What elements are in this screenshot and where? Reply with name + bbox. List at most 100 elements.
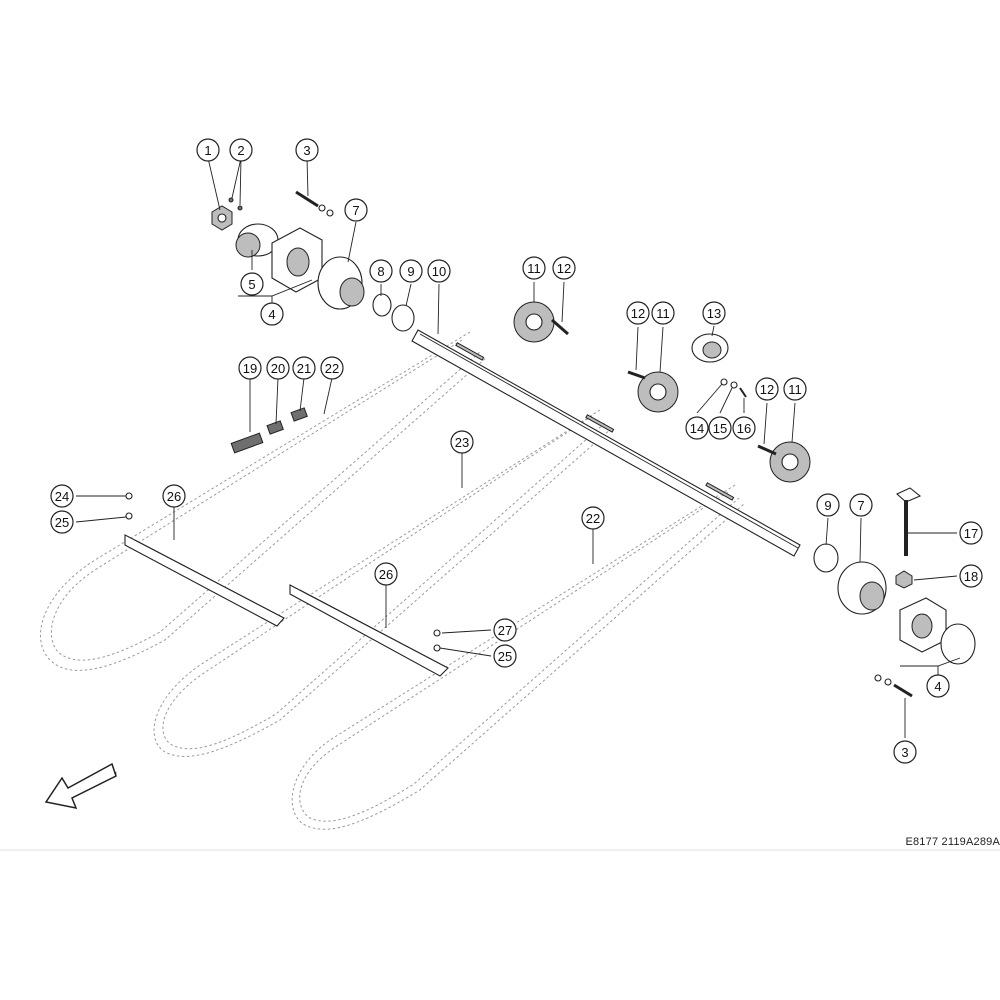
callout-11: 11 xyxy=(783,377,807,401)
right-end-assembly xyxy=(813,487,976,698)
callout-circle xyxy=(162,484,186,508)
callout-number: 23 xyxy=(455,435,469,450)
callout-4: 4 xyxy=(926,674,950,698)
callout-number: 16 xyxy=(737,421,751,436)
leader-lines xyxy=(75,157,961,738)
guide-rails xyxy=(124,492,449,677)
callout-circle xyxy=(926,674,950,698)
callout-number: 1 xyxy=(204,143,211,158)
callout-circle xyxy=(50,484,74,508)
callout-4: 4 xyxy=(260,302,284,326)
callout-9: 9 xyxy=(399,259,423,283)
callout-number: 22 xyxy=(325,361,339,376)
callout-number: 5 xyxy=(248,277,255,292)
callout-number: 7 xyxy=(857,498,864,513)
callout-circle xyxy=(552,256,576,280)
callout-number: 9 xyxy=(824,498,831,513)
chain-loop-left xyxy=(40,331,487,671)
callout-19: 19 xyxy=(238,356,262,380)
callout-circle xyxy=(292,356,316,380)
callout-number: 11 xyxy=(788,382,802,397)
callout-23: 23 xyxy=(450,430,474,454)
callout-number: 9 xyxy=(407,264,414,279)
conveyor-chains xyxy=(40,331,746,830)
callout-circle xyxy=(493,618,517,642)
callout-3: 3 xyxy=(295,138,319,162)
callout-circle xyxy=(959,521,983,545)
callout-circle xyxy=(320,356,344,380)
callout-15: 15 xyxy=(708,416,732,440)
callout-10: 10 xyxy=(427,259,451,283)
chain-loop-left-inner xyxy=(50,339,481,661)
callout-27: 27 xyxy=(493,618,517,642)
callout-number: 25 xyxy=(498,649,512,664)
callout-26: 26 xyxy=(162,484,186,508)
callout-number: 14 xyxy=(690,421,704,436)
callout-number: 26 xyxy=(379,567,393,582)
callout-number: 27 xyxy=(498,623,512,638)
sprocket-3 xyxy=(769,441,811,483)
callout-number: 26 xyxy=(167,489,181,504)
callout-1: 1 xyxy=(196,138,220,162)
callout-number: 21 xyxy=(297,361,311,376)
callout-circle xyxy=(581,506,605,530)
callout-number: 2 xyxy=(237,143,244,158)
callout-circle xyxy=(196,138,220,162)
callout-number: 15 xyxy=(713,421,727,436)
main-shaft xyxy=(411,329,801,557)
chain-loop-right-inner xyxy=(299,491,740,822)
callout-5: 5 xyxy=(240,272,264,296)
callout-22: 22 xyxy=(320,356,344,380)
callout-circle xyxy=(50,510,74,534)
callout-circle xyxy=(266,356,290,380)
callout-7: 7 xyxy=(849,493,873,517)
callout-12: 12 xyxy=(552,256,576,280)
callout-18: 18 xyxy=(959,564,983,588)
chain-loop-right xyxy=(291,484,746,830)
callout-number: 24 xyxy=(55,489,69,504)
callout-number: 8 xyxy=(377,264,384,279)
callout-12: 12 xyxy=(626,301,650,325)
callout-11: 11 xyxy=(651,301,675,325)
callout-number: 4 xyxy=(268,307,275,322)
callout-number: 4 xyxy=(934,679,941,694)
callout-circle xyxy=(399,259,423,283)
callout-16: 16 xyxy=(732,416,756,440)
callout-12: 12 xyxy=(755,377,779,401)
chain-link-parts xyxy=(230,407,308,454)
callout-17: 17 xyxy=(959,521,983,545)
callout-circle xyxy=(240,272,264,296)
callout-21: 21 xyxy=(292,356,316,380)
callout-circle xyxy=(450,430,474,454)
callout-circle xyxy=(344,198,368,222)
callout-circle xyxy=(229,138,253,162)
chain-loop-middle-inner xyxy=(162,415,607,750)
callout-number: 17 xyxy=(964,526,978,541)
callout-number: 22 xyxy=(586,511,600,526)
callout-circle xyxy=(374,562,398,586)
callout-number: 12 xyxy=(760,382,774,397)
callout-26: 26 xyxy=(374,562,398,586)
sprocket-parts xyxy=(513,301,811,483)
callout-number: 20 xyxy=(271,361,285,376)
callout-3: 3 xyxy=(893,740,917,764)
callout-number: 3 xyxy=(901,745,908,760)
bearing-13 xyxy=(691,333,729,363)
sprocket-2 xyxy=(637,371,679,413)
callout-25: 25 xyxy=(493,644,517,668)
callout-number: 11 xyxy=(656,306,670,321)
callout-circle xyxy=(238,356,262,380)
bushing-part xyxy=(391,304,415,332)
callout-number: 13 xyxy=(707,306,721,321)
callout-number: 3 xyxy=(303,143,310,158)
callout-circle xyxy=(893,740,917,764)
callout-2: 2 xyxy=(229,138,253,162)
callout-number: 10 xyxy=(432,264,446,279)
callout-circle xyxy=(493,644,517,668)
callout-number: 18 xyxy=(964,569,978,584)
callout-circle xyxy=(708,416,732,440)
callout-circle xyxy=(369,259,393,283)
callout-number: 12 xyxy=(557,261,571,276)
callout-24: 24 xyxy=(50,484,74,508)
